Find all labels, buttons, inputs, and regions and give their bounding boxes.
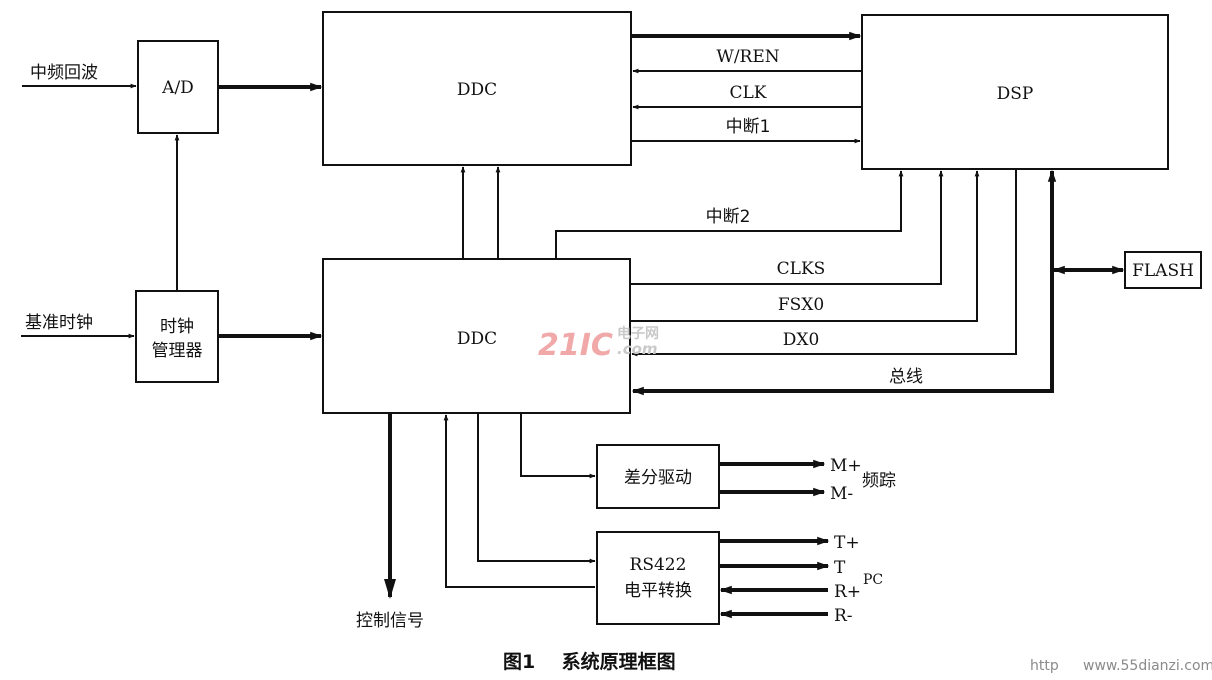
- bus-label: 总线: [889, 367, 923, 387]
- dx0-label: DX0: [783, 330, 820, 350]
- ddc-to-rs422-arrow: [477, 413, 596, 564]
- m-plus-label: M+: [830, 456, 862, 476]
- wren-label: W/REN: [716, 47, 779, 67]
- ddc-top-label: DDC: [457, 80, 497, 100]
- dsp-block: [861, 14, 1169, 170]
- int2-label: 中断2: [706, 207, 751, 227]
- watermark-logo-number: 21IC: [538, 328, 613, 363]
- t-label: T: [834, 558, 846, 578]
- fsx0-label: FSX0: [778, 295, 824, 315]
- ddc-top-block: [322, 11, 632, 166]
- rs422-block: [596, 531, 720, 625]
- rs422-label-1: RS422: [630, 555, 687, 575]
- dsp-label: DSP: [997, 84, 1034, 104]
- clock-manager-label-2: 管理器: [152, 341, 203, 361]
- ref-clock-label: 基准时钟: [25, 313, 93, 333]
- watermark-url-prefix: http: [1030, 658, 1059, 674]
- pc-label: PC: [863, 572, 883, 588]
- m-minus-label: M-: [830, 484, 853, 504]
- freq-track-label: 频踪: [862, 471, 896, 491]
- rs422-to-ddc-arrow: [443, 414, 595, 588]
- bus-arrow: [631, 169, 1057, 396]
- t-plus-label: T+: [834, 533, 860, 553]
- diff-drive-label: 差分驱动: [624, 468, 692, 488]
- flash-block: [1124, 251, 1202, 289]
- r-plus-label: R+: [834, 582, 861, 602]
- clks-label: CLKS: [777, 259, 826, 279]
- ddc-to-diff-drive-arrow: [520, 413, 596, 479]
- ad-converter-block: [137, 40, 219, 134]
- control-signal-label: 控制信号: [356, 611, 424, 631]
- r-minus-label: R-: [834, 606, 853, 626]
- watermark-url: www.55dianzi.com: [1083, 658, 1212, 674]
- clk-label: CLK: [730, 83, 767, 103]
- ddc-bottom-block: [322, 258, 631, 414]
- figure-caption: 图1 系统原理框图: [503, 650, 676, 673]
- diff-drive-block: [596, 444, 720, 509]
- watermark-logo-domain: .com: [617, 340, 658, 358]
- int1-label: 中断1: [726, 117, 771, 137]
- watermark-logo-cn: 电子网: [617, 325, 659, 342]
- flash-label: FLASH: [1132, 261, 1194, 281]
- ad-label: A/D: [161, 78, 194, 98]
- ddc-bottom-label: DDC: [457, 329, 497, 349]
- clock-manager-label-1: 时钟: [160, 317, 194, 337]
- if-echo-label: 中频回波: [30, 63, 98, 83]
- rs422-label-2: 电平转换: [624, 581, 692, 601]
